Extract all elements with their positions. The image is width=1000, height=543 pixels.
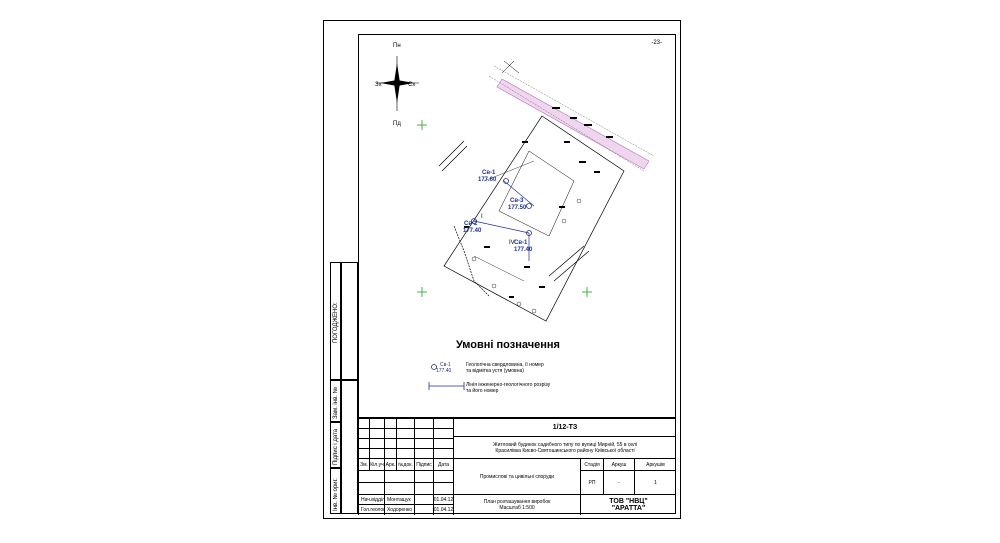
sheet-value: - bbox=[603, 470, 634, 494]
section-lines bbox=[473, 180, 535, 261]
inner-frame bbox=[358, 34, 676, 514]
legend-borehole-desc-1: Геологічна свердловина, її номер bbox=[466, 362, 544, 368]
borehole-4-elev: 177.40 bbox=[514, 247, 533, 253]
name-2: Ходоренко bbox=[384, 504, 414, 515]
organization: ТОВ "НВЦ" "АРАТТА" bbox=[580, 494, 676, 515]
survey-type: Промислові та цивільні споруди bbox=[453, 458, 580, 494]
stage-header: Стадія bbox=[580, 458, 603, 470]
borehole-1-label: Св-1 bbox=[482, 170, 496, 176]
header-ark: Арк. bbox=[384, 458, 396, 470]
legend-borehole-icon bbox=[431, 364, 437, 370]
borehole-markers bbox=[471, 178, 532, 236]
project-title: Житловий будинок садибного типу по вулиц… bbox=[453, 436, 676, 458]
sign-date-label: Підпис і дата bbox=[333, 428, 339, 465]
compass-east: Сх bbox=[408, 82, 415, 88]
title-block: Зм. Кіл.уч Арк. №док. Підпис Дата Нач.ві… bbox=[358, 417, 676, 515]
survey-marks bbox=[464, 107, 613, 314]
project-title-line-2: Красилівка Києво-Святошинського району К… bbox=[495, 447, 635, 454]
compass-north: Пн bbox=[393, 43, 401, 49]
header-zm: Зм. bbox=[358, 458, 369, 470]
compass-rose-icon bbox=[376, 56, 419, 111]
project-title-line-1: Житловий будинок садибного типу по вулиц… bbox=[492, 441, 638, 448]
project-code: 1/12-ТЗ bbox=[453, 418, 676, 436]
compass-south: Пд bbox=[393, 121, 401, 127]
drawing-title: План розташування виробок Масштаб 1:500 bbox=[453, 494, 580, 515]
sign-date-cell: Підпис і дата bbox=[330, 422, 341, 468]
borehole-3-elev: 177.50 bbox=[508, 205, 527, 211]
sheets-value: 1 bbox=[634, 470, 676, 494]
legend-borehole-elev: 177.40 bbox=[436, 368, 452, 374]
agreed-cell: ПОГОДЖЕНО: bbox=[330, 262, 341, 380]
plot-outline bbox=[438, 60, 625, 322]
legend-borehole-desc-2: та відмітка устя (умовна) bbox=[466, 368, 524, 374]
coordinate-crosshairs bbox=[417, 120, 592, 297]
organization-line-2: "АРАТТА" bbox=[611, 505, 646, 512]
borehole-3-label: Св-3 bbox=[510, 198, 524, 204]
drawing-title-line-1: План розташування виробок bbox=[483, 499, 551, 505]
organization-line-1: ТОВ "НВЦ" bbox=[609, 498, 648, 505]
borehole-1-elev: 177.60 bbox=[478, 177, 497, 183]
inv-no-cell: Інв. № ориг. bbox=[330, 468, 341, 514]
drawing-scale: Масштаб 1:500 bbox=[499, 505, 535, 511]
header-pidpys: Підпис bbox=[414, 458, 433, 470]
name-1: Монтащук bbox=[384, 494, 414, 504]
legend-borehole-label: Св-1 bbox=[440, 362, 451, 368]
sign-2 bbox=[414, 504, 433, 515]
date-2: 01.04.12 bbox=[433, 504, 453, 515]
header-kil: Кіл.уч bbox=[369, 458, 384, 470]
section-mark-i: I bbox=[481, 214, 483, 220]
drawing-sheet: -23- ПОГОДЖЕНО: Зам. інв. № Підпис і дат… bbox=[323, 20, 681, 519]
site-plan: Пн Пд Зх Сх bbox=[375, 43, 655, 390]
legend-title: Умовні позначення bbox=[456, 339, 560, 351]
borehole-4-label: Св-1 bbox=[514, 240, 528, 246]
sheet-header: Аркуш bbox=[603, 458, 634, 470]
sign-1 bbox=[414, 494, 433, 504]
section-mark-iv: IV bbox=[509, 240, 515, 246]
header-data: Дата bbox=[433, 458, 453, 470]
legend-section-desc-1: Лінія інженерно-геологічного розрізу bbox=[466, 382, 551, 388]
compass-west: Зх bbox=[375, 82, 382, 88]
borehole-2-label: Св-2 bbox=[464, 221, 478, 227]
replace-inv-cell: Зам. інв. № bbox=[330, 380, 341, 422]
role-2: Гол.геолог bbox=[358, 504, 384, 515]
borehole-2-elev: 177.40 bbox=[463, 228, 482, 234]
header-ndok: №док. bbox=[396, 458, 414, 470]
page-number: -23- bbox=[651, 40, 662, 46]
agreed-sign-cell bbox=[341, 262, 358, 380]
road-strip bbox=[488, 65, 655, 172]
role-1: Нач.відділу bbox=[358, 494, 384, 504]
sheets-header: Аркушів bbox=[634, 458, 676, 470]
stage-value: РП bbox=[580, 470, 603, 494]
date-1: 01.04.12 bbox=[433, 494, 453, 504]
inv-no-label: Інв. № ориг. bbox=[333, 478, 339, 511]
legend-section-icon bbox=[428, 382, 465, 390]
legend-section-desc-2: та його номер bbox=[466, 388, 499, 394]
side-blank-cell bbox=[341, 380, 358, 514]
side-approval-strip: ПОГОДЖЕНО: Зам. інв. № Підпис і дата Інв… bbox=[330, 262, 358, 514]
